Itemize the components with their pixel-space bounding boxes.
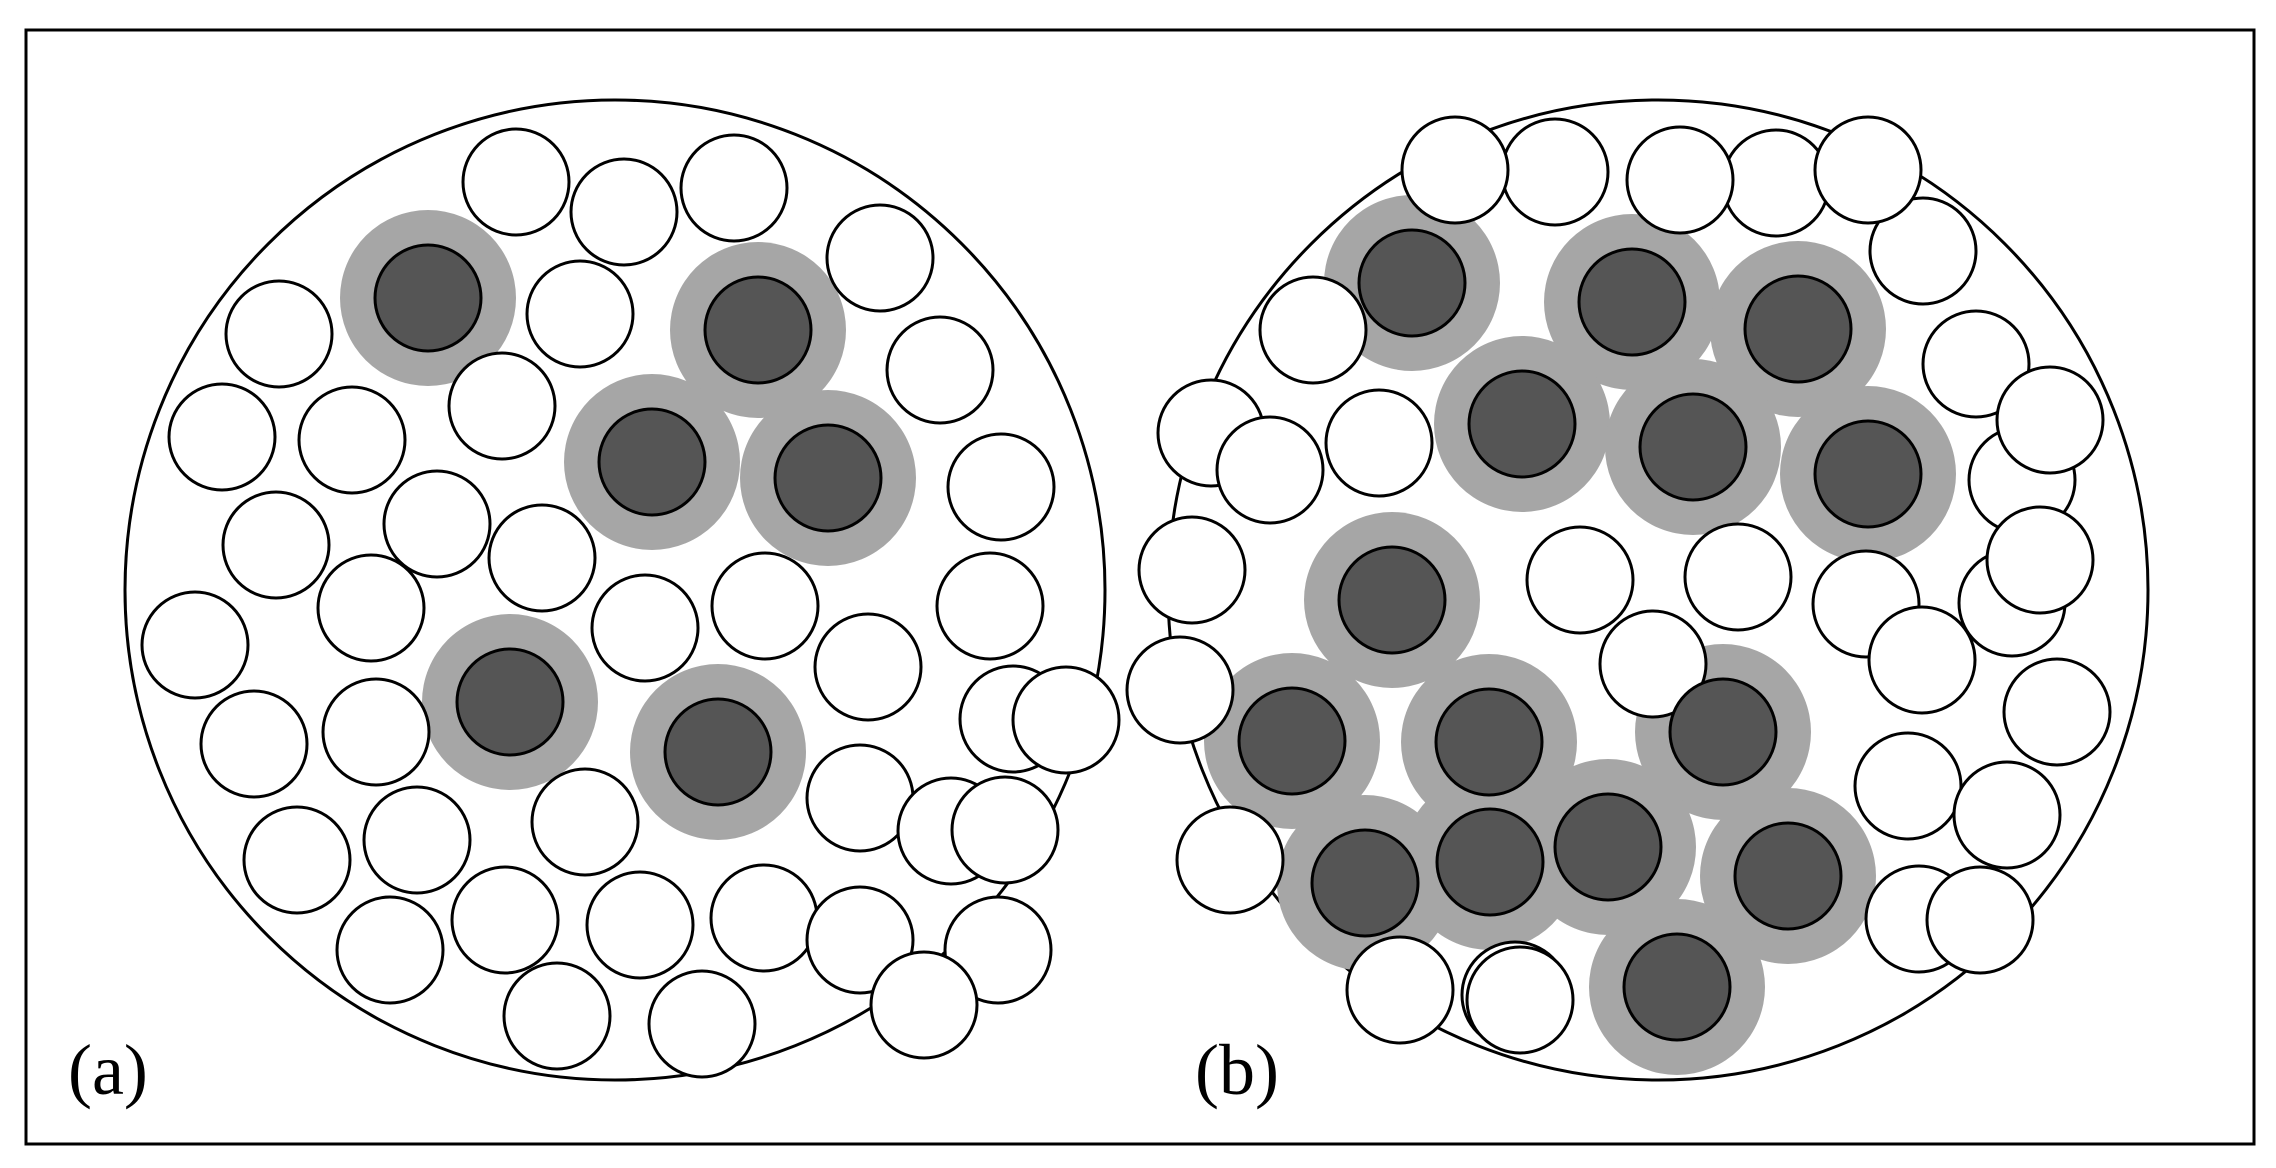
empty-particle-b	[1525, 525, 1635, 635]
filled-particle-b	[1467, 369, 1577, 479]
empty-particle-a	[316, 553, 426, 663]
filled-particle-a	[455, 647, 565, 757]
empty-particle-b	[1925, 865, 2035, 975]
panel-a: (a)	[68, 98, 1121, 1110]
filled-particle-b	[1434, 687, 1544, 797]
empty-particle-a	[825, 203, 935, 313]
empty-particle-b	[1258, 275, 1368, 385]
empty-particle-a	[487, 503, 597, 613]
empty-particle-b	[1500, 117, 1610, 227]
empty-particle-a	[590, 573, 700, 683]
empty-particle-b	[1921, 309, 2031, 419]
empty-particle-b	[1952, 760, 2062, 870]
empty-particle-b	[1345, 935, 1455, 1045]
filled-particle-b	[1813, 419, 1923, 529]
empty-particle-a	[362, 785, 472, 895]
filled-particle-a	[773, 423, 883, 533]
empty-particle-a	[502, 961, 612, 1071]
empty-particle-b	[1125, 635, 1235, 745]
filled-particle-b	[1638, 392, 1748, 502]
filled-particle-b	[1577, 247, 1687, 357]
empty-particle-a	[221, 490, 331, 600]
particle-layer-a	[140, 127, 1121, 1079]
filled-particle-a	[703, 275, 813, 385]
empty-particle-b	[1683, 522, 1793, 632]
empty-particle-a	[461, 127, 571, 237]
filled-particle-a	[597, 407, 707, 517]
panel-label-b: (b)	[1195, 1030, 1279, 1110]
filled-particle-b	[1357, 228, 1467, 338]
filled-particle-b	[1237, 686, 1347, 796]
empty-particle-a	[140, 590, 250, 700]
empty-particle-a	[647, 969, 757, 1079]
empty-particle-a	[585, 870, 695, 980]
filled-particle-b	[1435, 807, 1545, 917]
empty-particle-a	[943, 895, 1053, 1005]
empty-particle-b	[1995, 365, 2105, 475]
empty-particle-a	[946, 432, 1056, 542]
empty-particle-b	[1868, 196, 1978, 306]
empty-particle-a	[709, 863, 819, 973]
filled-particle-a	[663, 697, 773, 807]
empty-particle-a	[1011, 665, 1121, 775]
empty-particle-a	[321, 677, 431, 787]
empty-particle-a	[242, 805, 352, 915]
container-circle-a	[123, 98, 1107, 1082]
empty-particle-a	[450, 865, 560, 975]
empty-particle-b	[1175, 805, 1285, 915]
filled-particle-b	[1337, 545, 1447, 655]
particle-layer-b	[1125, 115, 2112, 1055]
empty-particle-b	[2002, 657, 2112, 767]
panel-label-a: (a)	[68, 1030, 148, 1110]
panel-b: (b)	[1125, 98, 2150, 1110]
empty-particle-a	[813, 612, 923, 722]
empty-particle-b	[1137, 515, 1247, 625]
empty-particle-a	[569, 157, 679, 267]
empty-particle-a	[679, 133, 789, 243]
empty-particle-a	[869, 950, 979, 1060]
empty-particle-a	[382, 469, 492, 579]
filled-particle-b	[1668, 677, 1778, 787]
empty-particle-b	[1853, 731, 1963, 841]
empty-particle-a	[525, 259, 635, 369]
filled-particle-b	[1553, 792, 1663, 902]
empty-particle-a	[935, 551, 1045, 661]
halo-layer-b	[1204, 195, 1956, 1075]
empty-particle-b	[1598, 609, 1708, 719]
empty-particle-a	[224, 279, 334, 389]
empty-particle-b	[1215, 415, 1325, 525]
empty-particle-a	[447, 351, 557, 461]
empty-particle-a	[885, 315, 995, 425]
empty-particle-b	[1400, 115, 1510, 225]
filled-particle-b	[1743, 274, 1853, 384]
empty-particle-b	[1625, 125, 1735, 235]
empty-particle-a	[950, 775, 1060, 885]
empty-particle-a	[335, 895, 445, 1005]
filled-particle-b	[1733, 821, 1843, 931]
empty-particle-b	[1721, 128, 1831, 238]
empty-particle-b	[1985, 505, 2095, 615]
empty-particle-b	[1465, 945, 1575, 1055]
empty-particle-b	[1813, 115, 1923, 225]
empty-particle-a	[710, 551, 820, 661]
empty-particle-a	[297, 385, 407, 495]
filled-particle-b	[1622, 932, 1732, 1042]
empty-particle-a	[167, 382, 277, 492]
filled-particle-b	[1310, 828, 1420, 938]
empty-particle-b	[1867, 605, 1977, 715]
empty-particle-b	[1324, 388, 1434, 498]
filled-particle-a	[373, 243, 483, 353]
empty-particle-a	[530, 767, 640, 877]
empty-particle-a	[199, 689, 309, 799]
